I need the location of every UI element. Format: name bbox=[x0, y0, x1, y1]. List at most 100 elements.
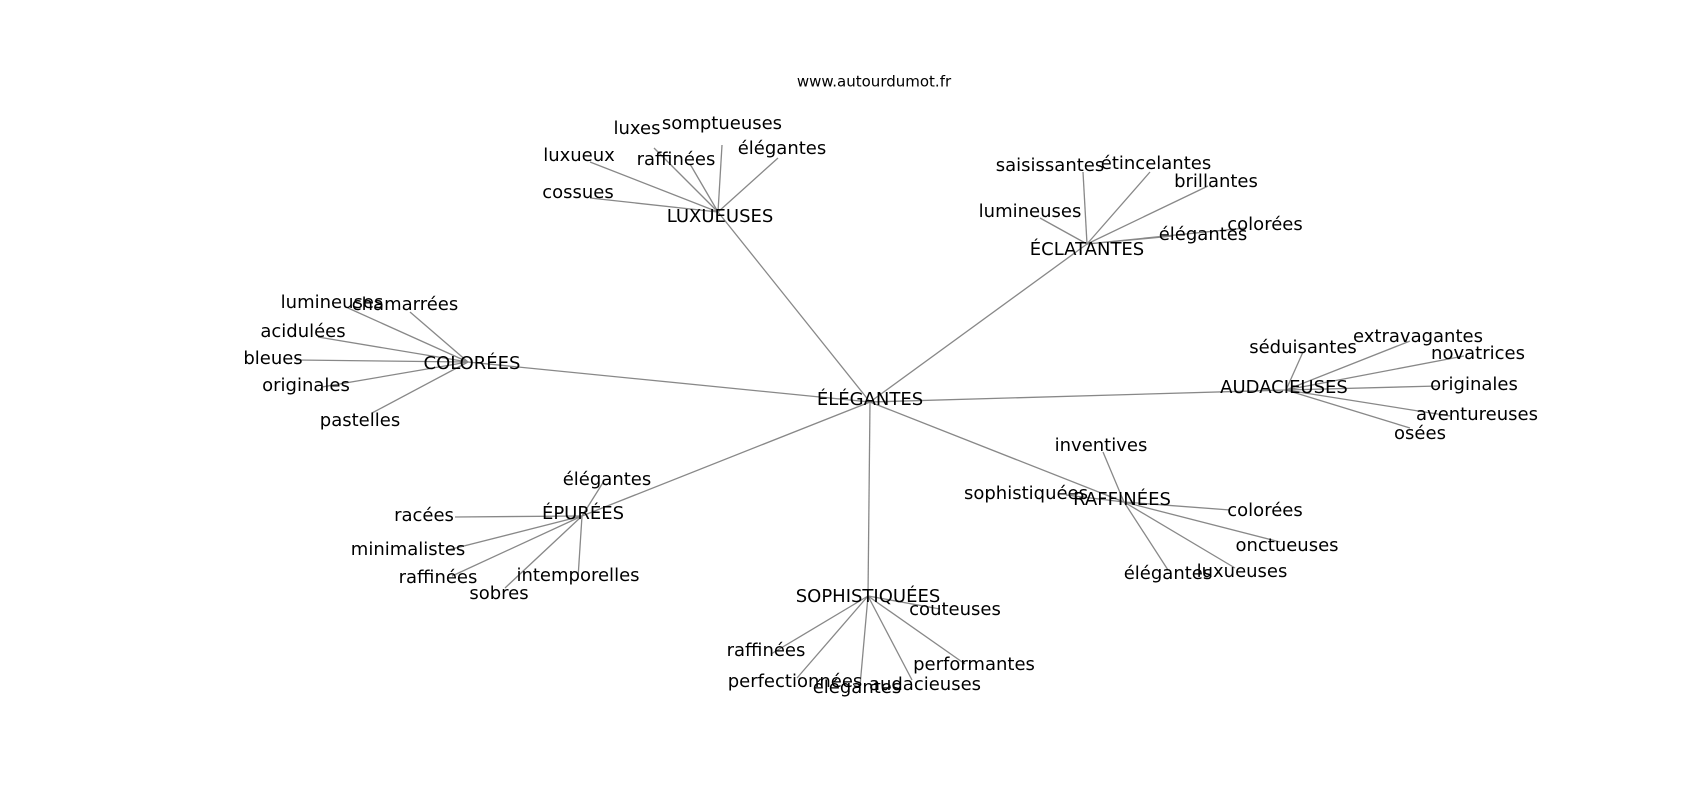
word-audacieuses-novatrices[interactable]: novatrices bbox=[1431, 343, 1525, 364]
word-epurees-elegantes[interactable]: élégantes bbox=[563, 469, 652, 490]
edge-raffinees-elegantes bbox=[1123, 501, 1169, 571]
edge-luxueuses-raffinees bbox=[689, 163, 719, 213]
edge-raffinees-onctueuses bbox=[1123, 501, 1281, 543]
edge-luxueuses-luxueux bbox=[589, 161, 719, 213]
edge-luxueuses-elegantes bbox=[717, 157, 779, 213]
hub-word-sophistiquees[interactable]: SOPHISTIQUÉES bbox=[796, 585, 941, 607]
word-raffinees-onctueuses[interactable]: onctueuses bbox=[1235, 535, 1338, 556]
edge-epurees-elegantes bbox=[581, 480, 605, 517]
word-raffinees-elegantes[interactable]: élégantes bbox=[1124, 563, 1213, 584]
edge-eclatantes-etincelantes bbox=[1086, 171, 1151, 245]
edge-eclatantes-lumineuses bbox=[1039, 217, 1088, 245]
edges-layer bbox=[295, 144, 1465, 687]
word-raffinees-colorees[interactable]: colorées bbox=[1227, 500, 1302, 521]
hub-word-raffinees[interactable]: RAFFINÉES bbox=[1073, 488, 1171, 510]
edge-sophistiquees-raffinees bbox=[770, 595, 869, 655]
edge-colorees-pastelles bbox=[371, 361, 469, 414]
word-audacieuses-aventureuses[interactable]: aventureuses bbox=[1416, 404, 1538, 425]
edge-audacieuses-aventureuses bbox=[1285, 389, 1451, 417]
edge-audacieuses-seduisantes bbox=[1285, 351, 1304, 391]
edge-audacieuses-originales bbox=[1285, 385, 1439, 391]
edge-audacieuses-novatrices bbox=[1285, 355, 1465, 391]
word-raffinees-inventives[interactable]: inventives bbox=[1055, 435, 1148, 456]
edge-colorees-chamarrees bbox=[409, 311, 469, 363]
word-colorees-lumineuses[interactable]: lumineuses bbox=[281, 292, 384, 313]
center-word-elegantes[interactable]: ÉLÉGANTES bbox=[817, 388, 923, 410]
edge-sophistiquees-audacieuses bbox=[867, 595, 913, 681]
edge-epurees-sobres bbox=[504, 515, 583, 589]
word-colorees-originales[interactable]: originales bbox=[262, 375, 350, 396]
word-colorees-bleues[interactable]: bleues bbox=[243, 348, 302, 369]
word-sophistiquees-perfectionnees[interactable]: perfectionnées bbox=[728, 671, 863, 692]
edge-luxueuses-cossues bbox=[589, 197, 719, 213]
word-audacieuses-originales[interactable]: originales bbox=[1430, 374, 1518, 395]
hub-word-luxueuses[interactable]: LUXUEUSES bbox=[667, 206, 774, 227]
edge-sophistiquees-elegantes bbox=[859, 595, 869, 687]
edge-raffinees-inventives bbox=[1102, 451, 1125, 503]
edge-eclatantes-saisissantes bbox=[1082, 171, 1088, 245]
edge-luxueuses-somptueuses bbox=[717, 144, 723, 213]
word-eclatantes-etincelantes[interactable]: étincelantes bbox=[1101, 153, 1211, 174]
word-audacieuses-extravagantes[interactable]: extravagantes bbox=[1353, 326, 1483, 347]
edge-epurees-raffinees bbox=[451, 515, 583, 577]
word-epurees-sobres[interactable]: sobres bbox=[469, 583, 528, 604]
word-raffinees-luxueuses[interactable]: luxueuses bbox=[1197, 561, 1288, 582]
edge-audacieuses-extravagantes bbox=[1285, 340, 1411, 391]
edge-colorees-lumineuses bbox=[347, 307, 469, 363]
edge-raffinees-sophistiquees bbox=[1065, 494, 1125, 503]
word-colorees-acidulees[interactable]: acidulées bbox=[260, 321, 345, 342]
edge-epurees-racees bbox=[454, 515, 583, 518]
word-audacieuses-seduisantes[interactable]: séduisantes bbox=[1249, 337, 1357, 358]
hub-word-colorees[interactable]: COLORÉES bbox=[424, 352, 521, 374]
word-epurees-raffinees[interactable]: raffinées bbox=[399, 567, 478, 588]
edge-colorees-bleues bbox=[295, 359, 469, 363]
edge-sophistiquees-perfectionnees bbox=[796, 595, 869, 679]
edge-center-sophistiquees bbox=[867, 401, 871, 597]
word-colorees-chamarrees[interactable]: chamarrées bbox=[352, 294, 459, 315]
word-sophistiquees-elegantes[interactable]: élégantes bbox=[813, 677, 902, 698]
word-luxueuses-luxes[interactable]: luxes bbox=[614, 118, 661, 139]
edge-epurees-intemporelles bbox=[577, 515, 583, 579]
word-eclatantes-lumineuses[interactable]: lumineuses bbox=[979, 201, 1082, 222]
word-eclatantes-brillantes[interactable]: brillantes bbox=[1174, 171, 1258, 192]
edge-raffinees-colorees bbox=[1123, 501, 1231, 511]
word-epurees-racees[interactable]: racées bbox=[394, 505, 454, 526]
word-luxueuses-somptueuses[interactable]: somptueuses bbox=[662, 113, 782, 134]
edge-eclatantes-brillantes bbox=[1086, 185, 1209, 245]
edge-center-raffinees bbox=[869, 401, 1125, 503]
edge-center-epurees bbox=[581, 401, 871, 517]
word-eclatantes-colorees[interactable]: colorées bbox=[1227, 214, 1302, 235]
edge-eclatantes-colorees bbox=[1086, 227, 1246, 245]
word-epurees-minimalistes[interactable]: minimalistes bbox=[351, 539, 465, 560]
edge-center-audacieuses bbox=[869, 389, 1287, 403]
word-colorees-pastelles[interactable]: pastelles bbox=[320, 410, 400, 431]
word-epurees-intemporelles[interactable]: intemporelles bbox=[516, 565, 639, 586]
edge-sophistiquees-performantes bbox=[867, 595, 966, 665]
word-luxueuses-elegantes[interactable]: élégantes bbox=[738, 138, 827, 159]
hub-word-epurees[interactable]: ÉPURÉES bbox=[542, 502, 624, 524]
edge-center-colorees bbox=[467, 361, 871, 403]
hub-word-audacieuses[interactable]: AUDACIEUSES bbox=[1220, 377, 1348, 398]
word-audacieuses-osees[interactable]: osées bbox=[1394, 423, 1446, 444]
edge-sophistiquees-couteuses bbox=[867, 595, 941, 610]
site-url[interactable]: www.autourdumot.fr bbox=[797, 73, 952, 91]
word-luxueuses-luxueux[interactable]: luxueux bbox=[543, 145, 615, 166]
edge-luxueuses-luxes bbox=[653, 147, 719, 213]
word-luxueuses-raffinees[interactable]: raffinées bbox=[637, 149, 716, 170]
word-sophistiquees-couteuses[interactable]: couteuses bbox=[909, 599, 1001, 620]
edge-raffinees-luxueuses bbox=[1123, 501, 1236, 569]
edge-center-eclatantes bbox=[869, 243, 1088, 403]
word-sophistiquees-raffinees[interactable]: raffinées bbox=[727, 640, 806, 661]
word-sophistiquees-audacieuses[interactable]: audacieuses bbox=[869, 674, 981, 695]
word-sophistiquees-performantes[interactable]: performantes bbox=[913, 654, 1035, 675]
word-raffinees-sophistiquees[interactable]: sophistiquées bbox=[964, 483, 1088, 504]
edge-audacieuses-osees bbox=[1285, 389, 1411, 429]
edge-colorees-acidulees bbox=[317, 336, 469, 363]
hub-word-eclatantes[interactable]: ÉCLATANTES bbox=[1030, 238, 1144, 260]
edge-center-luxueuses bbox=[717, 211, 871, 403]
word-luxueuses-cossues[interactable]: cossues bbox=[542, 182, 614, 203]
word-eclatantes-elegantes[interactable]: élégantes bbox=[1159, 224, 1248, 245]
word-eclatantes-saisissantes[interactable]: saisissantes bbox=[996, 155, 1105, 176]
